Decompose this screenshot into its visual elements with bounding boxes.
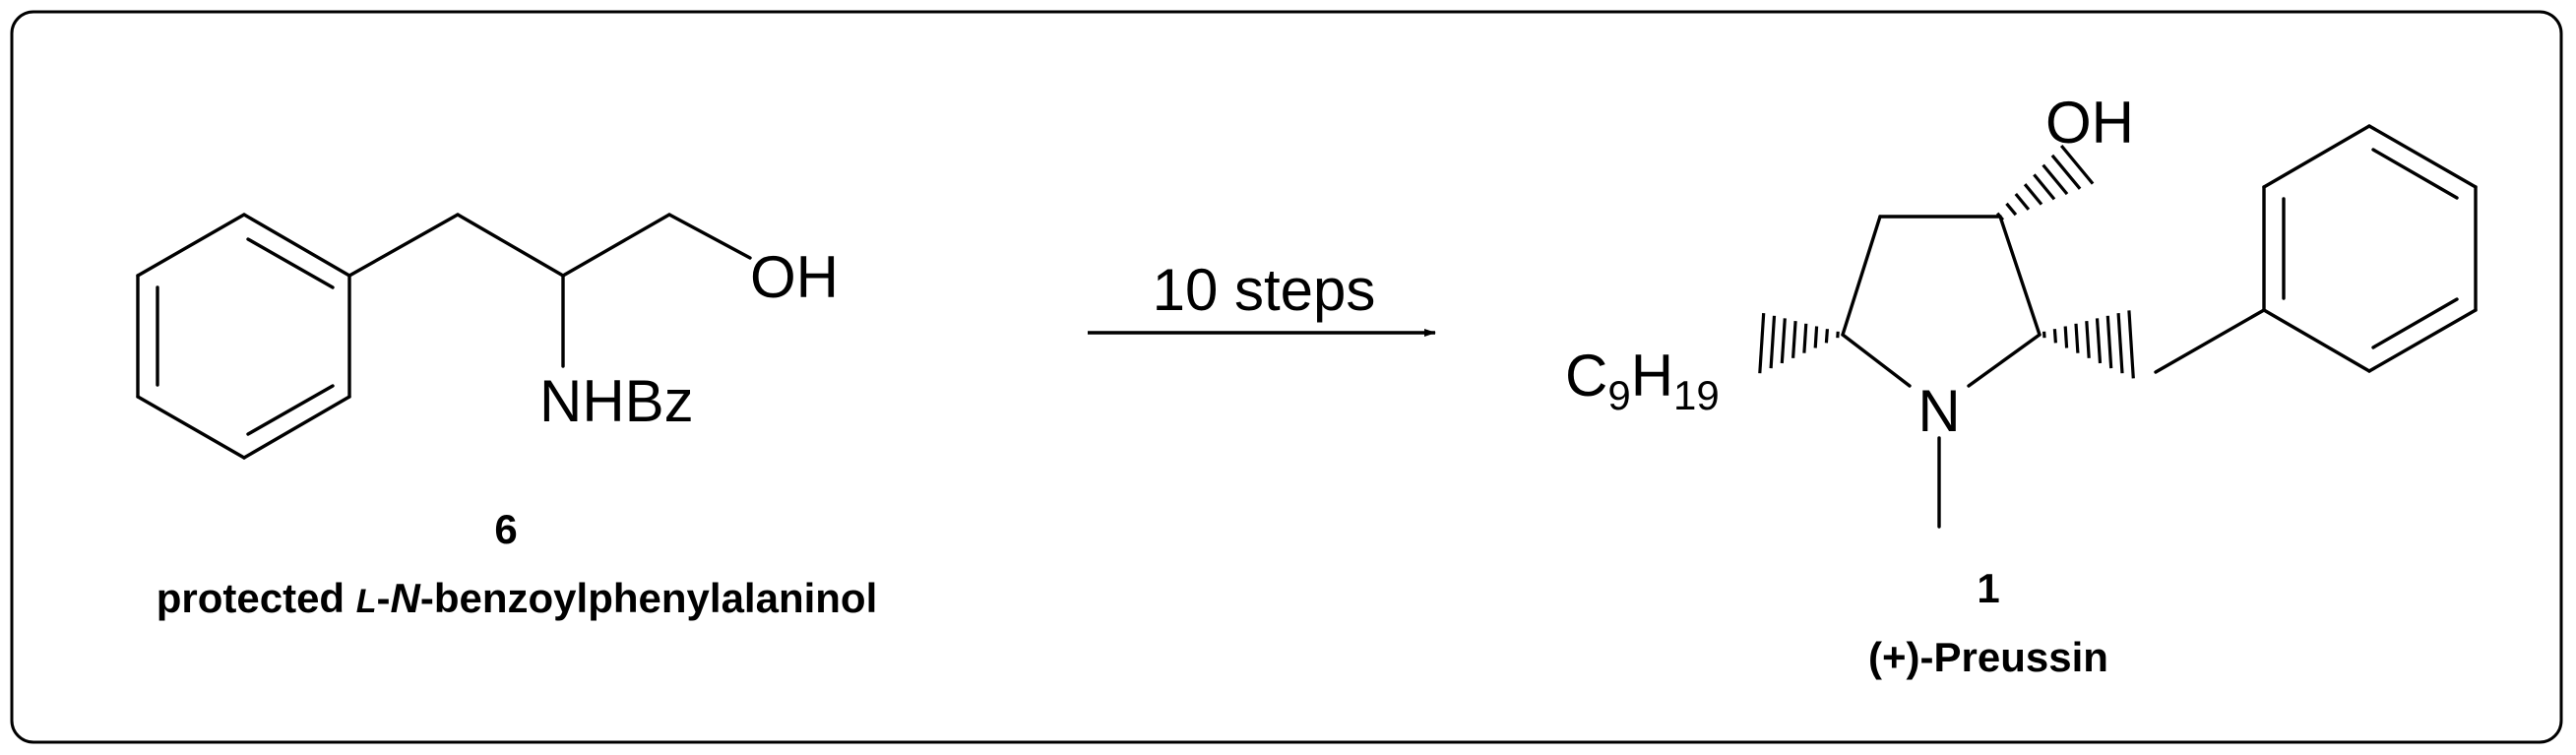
bond-ring-ch2 [347,213,460,278]
pyrrolidine-ring [1841,215,2042,388]
hashed-bond-nonyl [1758,312,1840,374]
reaction-arrow: 10 steps [1088,257,1436,337]
hydroxyl-label: OH [750,244,839,310]
product-name: (+)-Preussin [1868,634,2108,680]
product-structure: N OH C9H19 [1565,90,2478,529]
starting-material-number: 6 [494,506,517,552]
hashed-bond-oh [1995,144,2095,221]
nhbz-label: NHBz [539,368,694,434]
benzene-ring-right [2262,124,2478,373]
bond-ch2-ring [2154,308,2266,374]
hydroxyl-label-product: OH [2045,90,2134,156]
starting-material-structure: OH NHBz [136,213,839,460]
benzene-ring-left [136,213,351,460]
starting-material-name: protected L-N-benzoylphenylalaninol [157,575,878,621]
nonyl-label: C9H19 [1565,343,1720,418]
product-number: 1 [1977,565,1999,611]
bond-ch2-o [667,213,752,260]
hashed-bond-benzyl [2042,310,2135,379]
bond-ch-ch2 [561,213,671,278]
nitrogen-label: N [1917,378,1960,444]
scheme-frame [10,10,2563,744]
reaction-conditions-label: 10 steps [1153,257,1376,323]
bond-ch2-ch [456,213,565,278]
